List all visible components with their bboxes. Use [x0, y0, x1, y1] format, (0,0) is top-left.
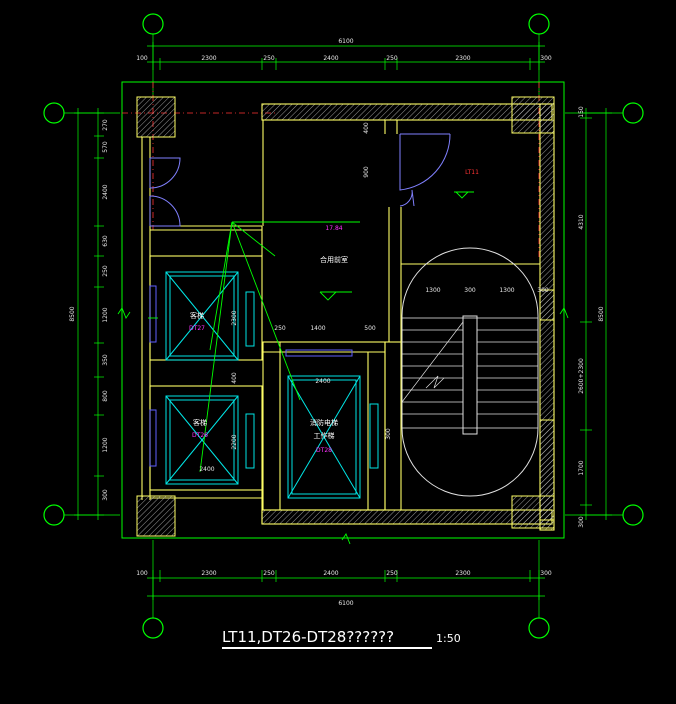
bottom-dim-4: 2400	[323, 570, 338, 577]
stair-dim-4: 300	[537, 287, 549, 294]
room-labels: 17.84 合用前室 LT11 客梯 DT27 客梯 DT26 消防电梯 工作梯…	[189, 169, 479, 454]
right-dim-3: 2600+2300	[578, 358, 585, 394]
elevator-a-label: 客梯	[190, 311, 204, 320]
elevator-shafts	[149, 271, 379, 499]
left-dim-5: 250	[102, 265, 109, 277]
drawing-scale: 1:50	[436, 632, 461, 645]
elevator-c-label-2: 工作梯	[314, 431, 335, 440]
elevator-a-tag: DT27	[189, 325, 205, 332]
elevator-c-tag: DT28	[316, 447, 332, 454]
left-dim-3: 2400	[102, 184, 109, 199]
top-dim-5: 250	[386, 55, 398, 62]
side-dim-b: 2200	[231, 434, 238, 449]
top-dim-1: 100	[136, 55, 148, 62]
side-dim-d: 300	[385, 428, 392, 440]
grid-bubble-bottom-left	[142, 617, 164, 639]
stair-oval	[401, 247, 539, 497]
right-total-dim: 8500	[598, 306, 605, 321]
right-dimension-texts: 8500 150 4310 2600+2300 1700 300	[578, 106, 605, 528]
top-total-dim: 6100	[338, 38, 353, 45]
elev-width-b-dim: 2400	[199, 466, 214, 473]
left-dimension-texts: 8500 270 570 2400 630 250 1200 350 800 1…	[69, 119, 109, 501]
grid-bubble-left-bottom	[43, 504, 65, 526]
left-dim-9: 1200	[102, 437, 109, 452]
right-dim-1: 150	[578, 106, 585, 118]
bottom-dim-1: 100	[136, 570, 148, 577]
stair-dim-2: 300	[464, 287, 476, 294]
leader-lines	[148, 221, 360, 473]
stair	[401, 247, 539, 497]
elevator-shaft-b	[165, 395, 239, 485]
left-dim-2: 570	[102, 141, 109, 153]
right-dim-2: 4310	[578, 214, 585, 229]
dimension-lines	[74, 42, 612, 600]
side-dim-a: 2300	[231, 310, 238, 325]
left-dim-1: 270	[102, 119, 109, 131]
elevator-shaft-c	[287, 375, 361, 499]
top-dim-7: 300	[540, 55, 552, 62]
corridor-dim-3: 500	[364, 325, 376, 332]
left-total-dim: 8500	[69, 306, 76, 321]
top-dim-2: 2300	[201, 55, 216, 62]
elev-width-a-dim: 2400	[315, 378, 330, 385]
left-dim-10: 300	[102, 489, 109, 501]
grid-bubble-left-top	[43, 102, 65, 124]
top-dim-3: 250	[263, 55, 275, 62]
right-dim-4: 1700	[578, 460, 585, 475]
top-dimension-texts: 6100 100 2300 250 2400 250 2300 300	[136, 38, 552, 62]
elevator-c-label-1: 消防电梯	[310, 418, 338, 427]
left-dim-6: 1200	[102, 307, 109, 322]
bottom-dim-3: 250	[263, 570, 275, 577]
left-dim-4: 630	[102, 235, 109, 247]
inner-dimensions: 400 900 1300 300 1300 300 250 1400 500 2…	[199, 122, 549, 473]
corridor-dim-1: 250	[274, 325, 286, 332]
bottom-dim-6: 2300	[455, 570, 470, 577]
elevator-shaft-a	[165, 271, 239, 361]
bottom-total-dim: 6100	[338, 600, 353, 607]
break-marks	[117, 307, 569, 545]
level-marks	[319, 191, 474, 301]
grid-bubble-top-left	[142, 13, 164, 35]
corridor-dim-2: 1400	[310, 325, 325, 332]
columns	[136, 96, 555, 537]
door-width-dim: 900	[363, 166, 370, 178]
left-dim-8: 800	[102, 390, 109, 402]
top-dim-4: 2400	[323, 55, 338, 62]
top-dim-6: 2300	[455, 55, 470, 62]
bottom-dimension-texts: 100 2300 250 2400 250 2300 300 6100	[136, 570, 552, 607]
grid-bubble-right-top	[622, 102, 644, 124]
bottom-dim-7: 300	[540, 570, 552, 577]
left-dim-7: 350	[102, 354, 109, 366]
grid-bubble-right-bottom	[622, 504, 644, 526]
elevator-b-label: 客梯	[193, 418, 207, 427]
stair-dim-3: 1300	[499, 287, 514, 294]
grid-bubble-top-right	[528, 13, 550, 35]
lobby-label: 合用前室	[320, 255, 348, 264]
side-dim-c: 400	[231, 372, 238, 384]
stair-dim-1: 1300	[425, 287, 440, 294]
right-dim-5: 300	[578, 516, 585, 528]
drawing-title: LT11,DT26-DT28??????	[222, 628, 394, 646]
elevator-b-tag: DT26	[192, 432, 208, 439]
grid-bubble-bottom-right	[528, 617, 550, 639]
doors	[149, 133, 451, 227]
bottom-dim-5: 250	[386, 570, 398, 577]
stair-tag: LT11	[465, 169, 479, 176]
bottom-dim-2: 2300	[201, 570, 216, 577]
lobby-tag: 17.84	[325, 225, 342, 232]
wall-height-dim: 400	[363, 122, 370, 134]
